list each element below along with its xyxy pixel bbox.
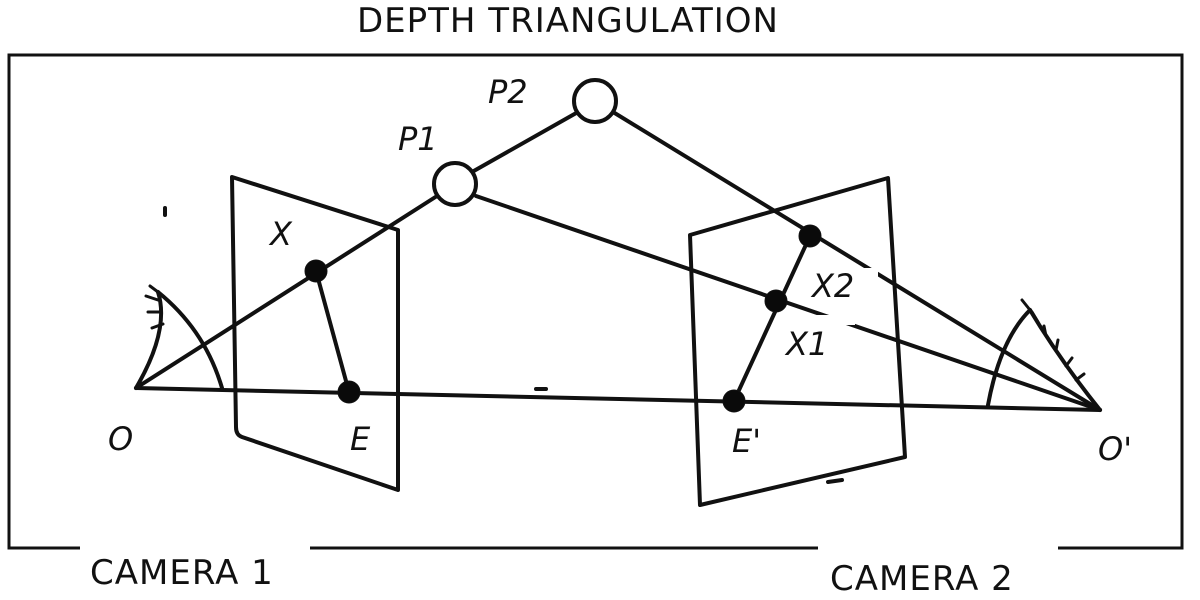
eye-icon bbox=[986, 298, 1102, 412]
caption-camera-2: CAMERA 2 bbox=[830, 559, 1014, 599]
ray-p2-o-prime bbox=[611, 110, 1102, 412]
label-p2: P2 bbox=[488, 73, 528, 111]
diagram-frame bbox=[7, 53, 1184, 550]
frame-gap-right bbox=[818, 544, 1058, 552]
ray-p1-p2 bbox=[470, 110, 580, 174]
label-e: E bbox=[350, 420, 371, 458]
label-o: O bbox=[108, 420, 133, 458]
label-x1: X1 bbox=[784, 325, 828, 363]
label-gap-x1 bbox=[795, 315, 855, 325]
caption-camera-1: CAMERA 1 bbox=[90, 553, 274, 593]
projection-x1 bbox=[764, 289, 788, 313]
projection-x bbox=[304, 259, 328, 283]
diagram-title: DEPTH TRIANGULATION bbox=[357, 1, 779, 41]
label-e-prime: E' bbox=[732, 422, 761, 460]
frame-gap-left bbox=[80, 544, 310, 552]
epipolar-line-camera-2 bbox=[732, 234, 812, 403]
label-x2: X2 bbox=[810, 267, 854, 305]
label-x: X bbox=[268, 215, 293, 253]
epipole-e bbox=[337, 380, 361, 404]
sketch-mark bbox=[826, 478, 844, 484]
ray-p1-o-prime bbox=[474, 194, 1102, 412]
epipole-e-prime bbox=[722, 389, 746, 413]
baseline bbox=[134, 386, 1102, 412]
point-p2 bbox=[572, 78, 618, 124]
label-p1: P1 bbox=[398, 120, 438, 158]
image-plane-camera-1 bbox=[230, 175, 400, 492]
eye-icon bbox=[134, 284, 224, 390]
label-gap-x2 bbox=[838, 268, 878, 298]
image-plane-camera-2 bbox=[688, 176, 907, 507]
point-p1 bbox=[432, 161, 478, 207]
projection-x2 bbox=[798, 224, 822, 248]
ray-o-p1 bbox=[134, 194, 439, 390]
epipolar-line-camera-1 bbox=[314, 269, 351, 394]
label-o-prime: O' bbox=[1098, 430, 1132, 468]
